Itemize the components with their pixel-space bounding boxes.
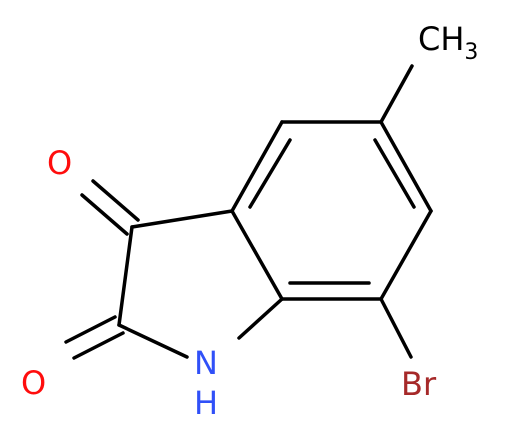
atom-labels: CH3 O O N H Br (21, 20, 478, 422)
bond-c7a-c3a (230, 209, 284, 301)
bond-c3-o-a (91, 179, 140, 222)
bond-n1-c7a (237, 297, 284, 340)
bond-c5-ch3 (379, 64, 414, 124)
bond-c2-o-a (64, 315, 117, 344)
bond-c3a-c4 (230, 120, 284, 213)
bonds (64, 64, 433, 360)
bond-c2-o-b (72, 331, 125, 360)
bond-c3-c2 (117, 225, 134, 327)
oxygen-upper-label: O (47, 144, 72, 182)
nh-hydrogen-label: H (194, 384, 218, 422)
bromine-label: Br (401, 365, 437, 403)
bond-c3-o-b (80, 193, 129, 236)
bond-c5-c6-inner (373, 138, 416, 209)
bond-c6-c7 (379, 209, 433, 301)
bond-c7-br (379, 297, 413, 359)
nitrogen-label: N (194, 344, 218, 382)
bond-c3a-c3 (130, 209, 234, 229)
bond-c5-c6 (379, 120, 433, 213)
oxygen-lower-label: O (21, 364, 46, 402)
ch3-label: CH3 (418, 20, 478, 65)
bond-c3a-c4-inner (248, 138, 292, 209)
bond-c2-n1 (117, 323, 189, 359)
